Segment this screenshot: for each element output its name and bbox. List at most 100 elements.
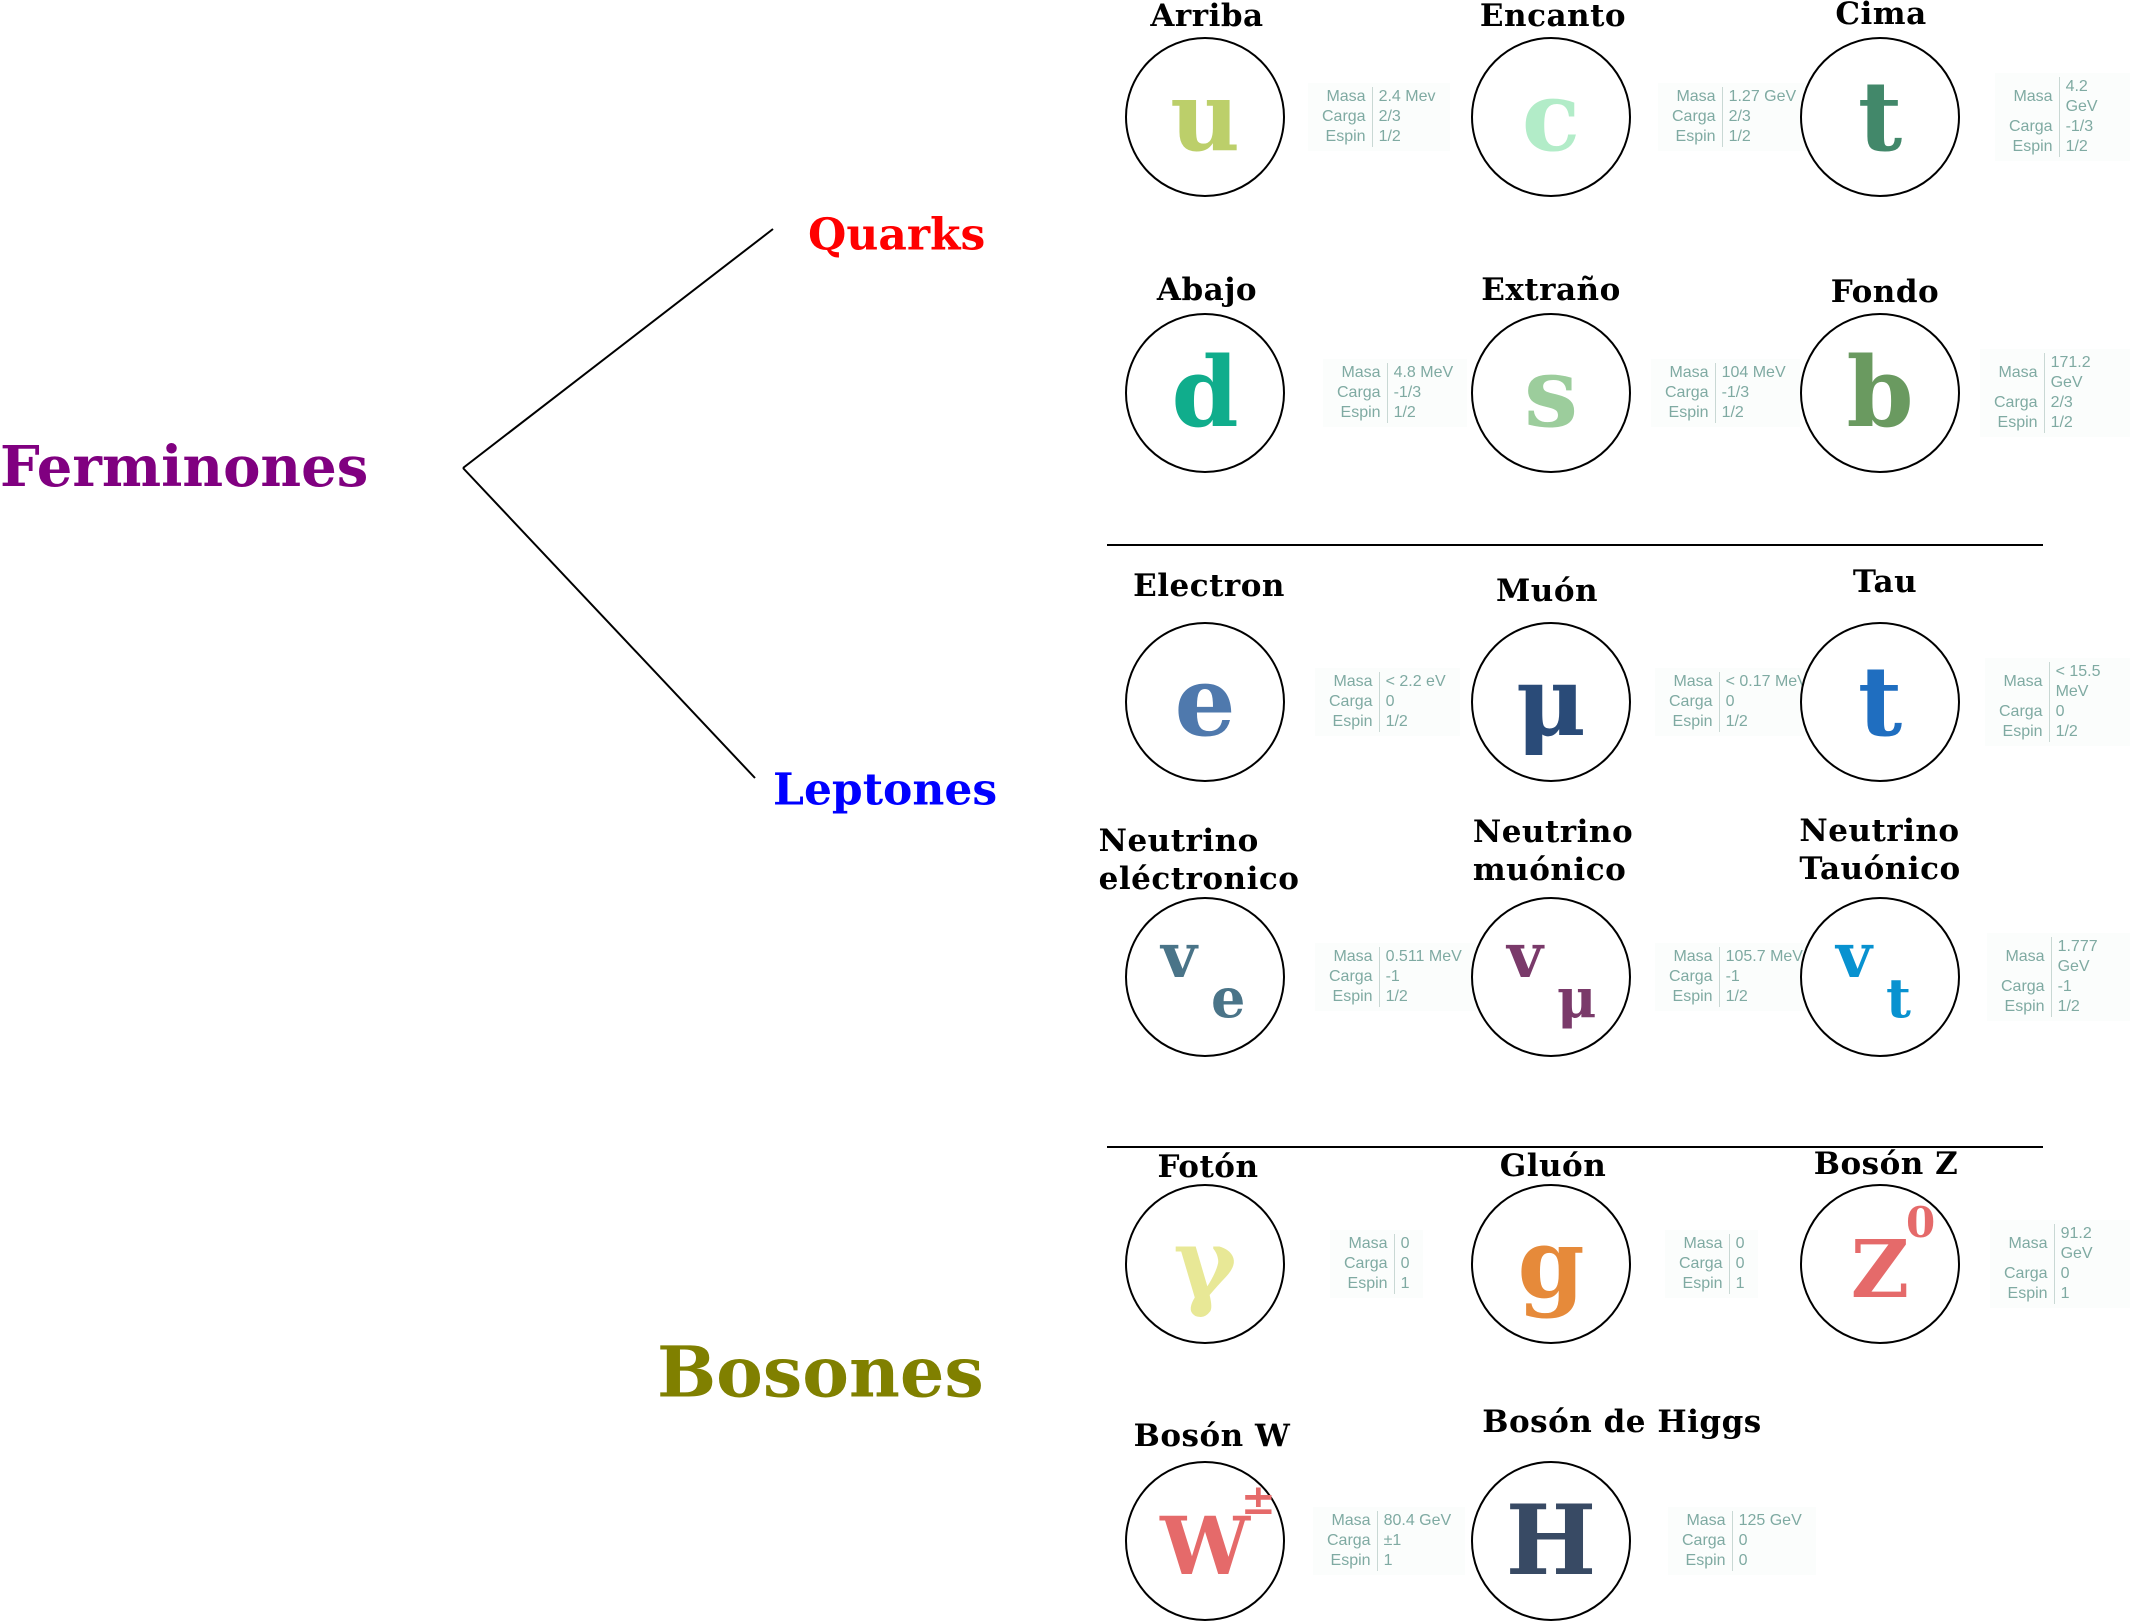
symbol-main: t <box>1857 645 1903 758</box>
charge-value: ±1 <box>1383 1532 1402 1549</box>
mass-label: Masa <box>1316 87 1373 107</box>
charge-label: Carga <box>1331 383 1388 403</box>
particle-symbol: e <box>1174 654 1235 750</box>
spin-value: 1 <box>1735 1275 1745 1292</box>
charge-value: 0 <box>2060 1265 2070 1282</box>
spin-value: 1/2 <box>1725 713 1748 730</box>
particle-name: Neutrino eléctronico <box>1098 823 1300 897</box>
charge-label: Carga <box>1993 702 2050 722</box>
mass-label: Masa <box>1666 87 1723 107</box>
spin-value: 1/2 <box>1728 128 1751 145</box>
spin-value: 1 <box>2060 1285 2070 1302</box>
charge-label: Carga <box>1338 1254 1395 1274</box>
charge-value: 2/3 <box>1728 108 1751 125</box>
spin-value: 1/2 <box>1721 404 1744 421</box>
particle-name: Fondo <box>1830 274 1940 310</box>
particle-symbol: b <box>1846 345 1913 441</box>
particle-circle: t <box>1800 37 1960 197</box>
particle-name: Cima <box>1835 0 1927 32</box>
charge-label: Carga <box>1995 977 2052 997</box>
spin-label: Espin <box>1998 1284 2055 1304</box>
charge-label: Carga <box>1321 1531 1378 1551</box>
particle-name: Abajo <box>1156 272 1258 308</box>
charge-value: 0 <box>1725 693 1735 710</box>
symbol-main: t <box>1857 60 1903 173</box>
charge-value: 0 <box>1738 1532 1748 1549</box>
spin-value: 1 <box>1383 1552 1393 1569</box>
mass-value: 80.4 GeV <box>1383 1512 1452 1529</box>
mass-label: Masa <box>1663 672 1720 692</box>
mass-value: 125 GeV <box>1738 1512 1802 1529</box>
spin-label: Espin <box>2003 137 2060 157</box>
particle-circle: c <box>1471 37 1631 197</box>
particle-symbol: c <box>1522 69 1580 165</box>
charge-value: 0 <box>1385 693 1395 710</box>
particle-symbol: W± <box>1160 1479 1276 1589</box>
mass-value: < 15.5 MeV <box>2055 663 2101 700</box>
symbol-main: v <box>1836 919 1873 992</box>
particle-name: Extraño <box>1481 272 1621 308</box>
symbol-main: g <box>1517 1207 1585 1320</box>
mass-label: Masa <box>1659 363 1716 383</box>
mass-label: Masa <box>1323 672 1380 692</box>
charge-value: 2/3 <box>2050 394 2073 411</box>
particle-symbol: u <box>1170 69 1240 165</box>
mass-label: Masa <box>1338 1234 1395 1254</box>
particle-name: Bosón W <box>1133 1418 1291 1454</box>
spin-value: 1/2 <box>2050 414 2073 431</box>
particle-circle: u <box>1125 37 1285 197</box>
mass-value: 0.511 MeV <box>1385 948 1462 965</box>
particle-symbol: μ <box>1516 654 1586 750</box>
charge-label: Carga <box>1316 107 1373 127</box>
charge-value: 2/3 <box>1378 108 1401 125</box>
particle-name: Bosón Z <box>1813 1146 1959 1182</box>
branch-line-leptons <box>462 467 756 779</box>
mass-value: 104 MeV <box>1721 364 1786 381</box>
charge-value: -1 <box>1725 968 1740 985</box>
spin-value: 1/2 <box>1385 713 1408 730</box>
spin-label: Espin <box>1316 127 1373 147</box>
particle-symbol: t <box>1858 69 1902 165</box>
particle-circle: d <box>1125 313 1285 473</box>
quarks-label: Quarks <box>808 209 986 261</box>
symbol-subscript: μ <box>1557 966 1597 1030</box>
particle-name: Tau <box>1852 564 1918 600</box>
particle-symbol: t <box>1858 654 1902 750</box>
particle-name: Encanto <box>1479 0 1627 34</box>
symbol-main: u <box>1170 60 1240 173</box>
particle-name: Bosón de Higgs <box>1482 1404 1762 1440</box>
charge-label: Carga <box>1659 383 1716 403</box>
symbol-main: s <box>1523 336 1579 449</box>
mass-label: Masa <box>1676 1511 1733 1531</box>
spin-value: 1/2 <box>2065 138 2088 155</box>
spin-label: Espin <box>1676 1551 1733 1571</box>
symbol-main: H <box>1505 1484 1597 1597</box>
spin-value: 1/2 <box>1725 988 1748 1005</box>
spin-label: Espin <box>1666 127 1723 147</box>
charge-value: -1 <box>2057 978 2072 995</box>
symbol-subscript: e <box>1211 966 1246 1030</box>
particle-name: Neutrino Tauónico <box>1799 813 1961 887</box>
spin-label: Espin <box>1323 712 1380 732</box>
spin-value: 1/2 <box>1385 988 1408 1005</box>
particle-symbol: g <box>1517 1216 1584 1312</box>
particle-symbol: s <box>1524 345 1578 441</box>
mass-value: 4.8 MeV <box>1393 364 1454 381</box>
symbol-main: v <box>1161 919 1198 992</box>
mass-label: Masa <box>1673 1234 1730 1254</box>
charge-value: 0 <box>1735 1255 1745 1272</box>
spin-label: Espin <box>1663 712 1720 732</box>
